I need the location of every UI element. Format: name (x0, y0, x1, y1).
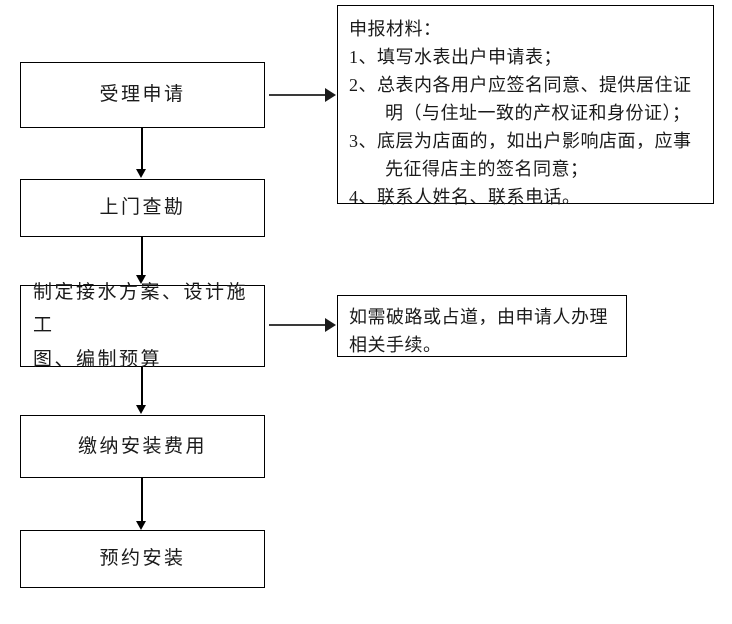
flow-step-3-box[interactable]: 制定接水方案、设计施工 图、编制预算 (20, 282, 265, 370)
connector-step2-step3-line (141, 237, 143, 276)
note-materials-line-2: 1、填写水表出户申请表； (349, 47, 562, 67)
note-roadwork-line-2: 相关手续。 (349, 335, 442, 355)
flow-step-5-box[interactable]: 预约安装 (20, 530, 265, 588)
connector-step3-step4-line (141, 367, 143, 407)
flow-step-2-box[interactable]: 上门查勘 (20, 179, 265, 237)
note-materials-line-1: 申报材料： (349, 19, 442, 39)
flow-step-1-box[interactable]: 受理申请 (20, 62, 265, 128)
flow-step-2-label: 上门查勘 (99, 197, 186, 219)
note-roadwork-line-1: 如需破路或占道，由申请人办理 (349, 307, 608, 327)
connector-step2-step3-arrowhead (136, 275, 146, 284)
note-materials-line-5: 3、底层为店面的，如出户影响店面，应事 (349, 131, 692, 151)
flow-step-5-label: 预约安装 (99, 548, 186, 570)
note-materials-line-4: 明（与住址一致的产权证和身份证）； (385, 103, 691, 123)
flow-step-4-box[interactable]: 缴纳安装费用 (20, 415, 265, 478)
connector-step1-step2-arrowhead (136, 169, 146, 178)
flow-step-4-label: 缴纳安装费用 (77, 435, 207, 457)
connector-step1-step2-line (141, 128, 143, 170)
note-materials-content: 申报材料： 1、填写水表出户申请表； 2、总表内各用户应签名同意、提供居住证 明… (338, 6, 713, 217)
connector-step1-note-arrowhead (325, 88, 336, 102)
connector-step4-step5-arrowhead (136, 521, 146, 530)
note-materials-line-6: 先征得店主的签名同意； (385, 159, 589, 179)
connector-step3-note-line (269, 324, 327, 326)
connector-step4-step5-line (141, 478, 143, 522)
connector-step3-note-arrowhead (325, 318, 336, 332)
note-materials-line-7: 4、联系人姓名、联系电话。 (349, 187, 581, 207)
connector-step3-step4-arrowhead (136, 405, 146, 414)
note-roadwork-content: 如需破路或占道，由申请人办理 相关手续。 (338, 296, 626, 365)
note-materials-box[interactable]: 申报材料： 1、填写水表出户申请表； 2、总表内各用户应签名同意、提供居住证 明… (337, 5, 714, 207)
flow-step-1-label: 受理申请 (99, 84, 186, 106)
connector-step1-note-line (269, 94, 327, 96)
note-roadwork-box[interactable]: 如需破路或占道，由申请人办理 相关手续。 (337, 295, 627, 357)
note-materials-line-3: 2、总表内各用户应签名同意、提供居住证 (349, 75, 692, 95)
flow-step-3-label: 制定接水方案、设计施工 图、编制预算 (33, 282, 249, 370)
